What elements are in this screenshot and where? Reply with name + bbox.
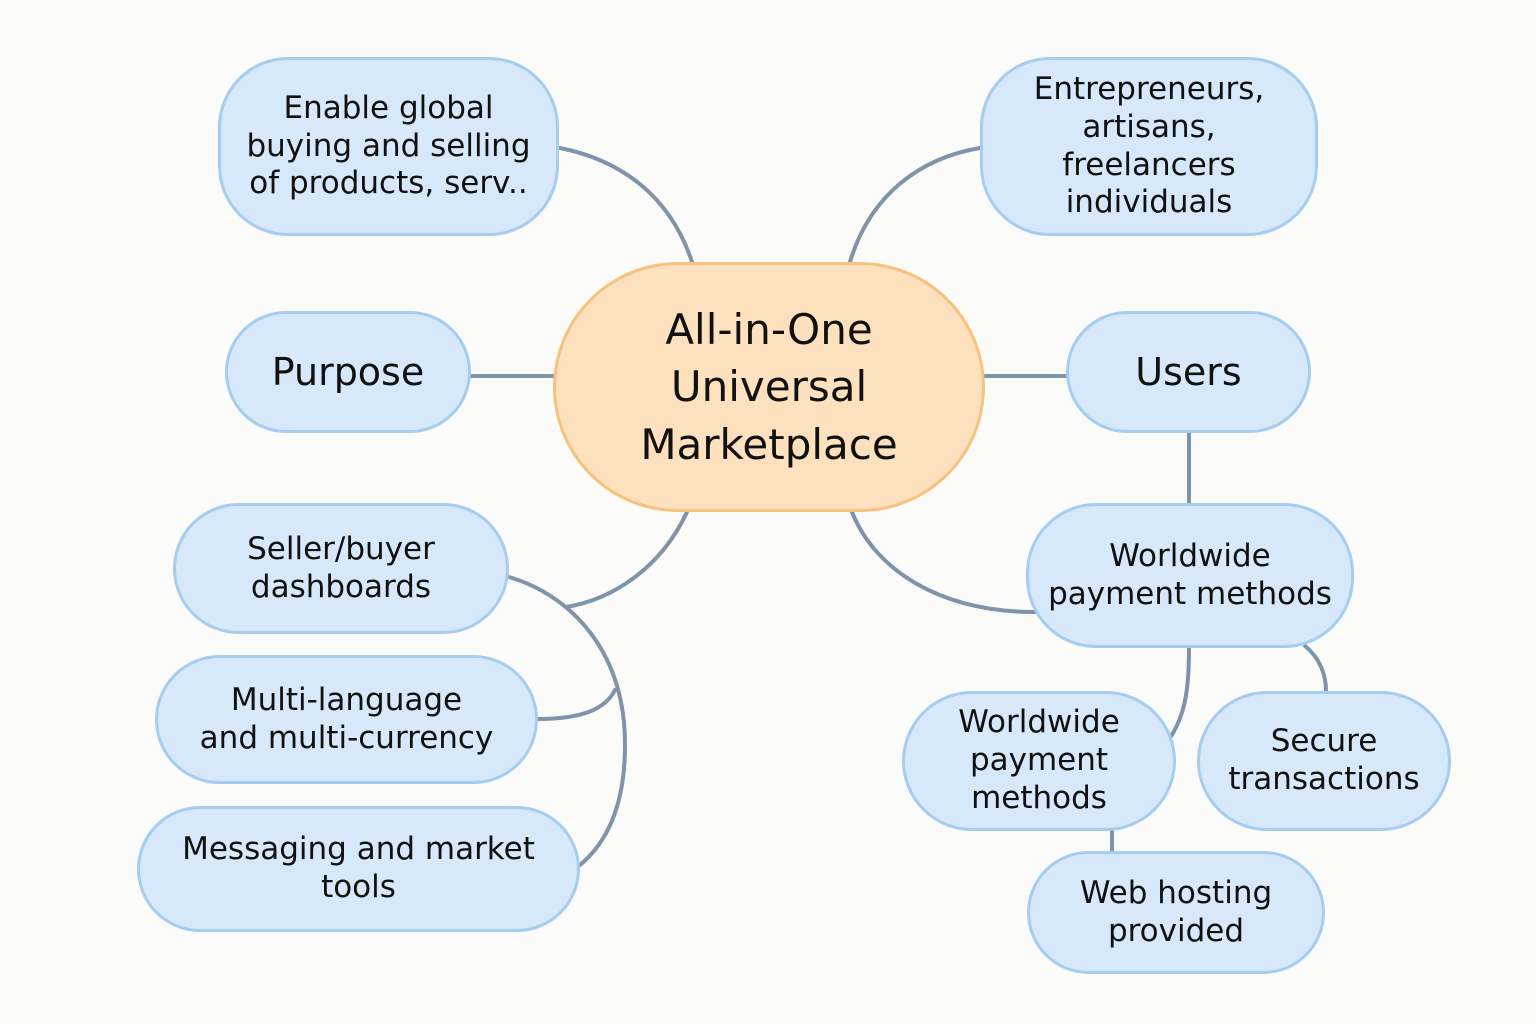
users-node-label: Users [1135, 349, 1242, 394]
messaging-node: Messaging and market tools [137, 806, 580, 932]
multi-language-label: Multi-language and multi-currency [199, 681, 494, 756]
connector-central-entrepreneurs [848, 146, 982, 264]
secure-transactions-node: Secure transactions [1197, 691, 1451, 831]
connector-central-enable [558, 146, 694, 264]
central-node-label: All-in-One Universal Marketplace [640, 305, 898, 469]
messaging-label: Messaging and market tools [182, 831, 535, 905]
connector-payment-bottom [1168, 646, 1191, 740]
connector-payment-secure [1303, 644, 1328, 693]
web-hosting-label: Web hosting provided [1079, 874, 1273, 949]
entrepreneurs-label: Entrepreneurs, artisans, freelancers ind… [1033, 70, 1265, 221]
purpose-node: Purpose [225, 311, 471, 433]
web-hosting-node: Web hosting provided [1027, 851, 1325, 974]
connector-central-payment [850, 510, 1037, 614]
users-node: Users [1066, 311, 1311, 433]
seller-buyer-label: Seller/buyer dashboards [247, 530, 435, 605]
secure-transactions-label: Secure transactions [1228, 723, 1420, 797]
enable-global-label: Enable global buying and selling of prod… [246, 89, 531, 202]
worldwide-payment-node: Worldwide payment methods [1026, 503, 1354, 648]
seller-buyer-node: Seller/buyer dashboards [173, 503, 509, 634]
connector-central-seller [564, 510, 689, 609]
connector-seller-messaging [507, 575, 628, 867]
enable-global-node: Enable global buying and selling of prod… [218, 57, 559, 236]
worldwide-payment-sub-node: Worldwide payment methods [902, 691, 1176, 831]
multi-language-node: Multi-language and multi-currency [155, 655, 538, 784]
worldwide-payment-label: Worldwide payment methods [1048, 537, 1332, 612]
central-node: All-in-One Universal Marketplace [553, 262, 985, 512]
worldwide-payment-sub-label: Worldwide payment methods [958, 704, 1120, 816]
connector-multi [536, 688, 617, 721]
purpose-node-label: Purpose [271, 349, 425, 394]
entrepreneurs-node: Entrepreneurs, artisans, freelancers ind… [980, 57, 1318, 236]
